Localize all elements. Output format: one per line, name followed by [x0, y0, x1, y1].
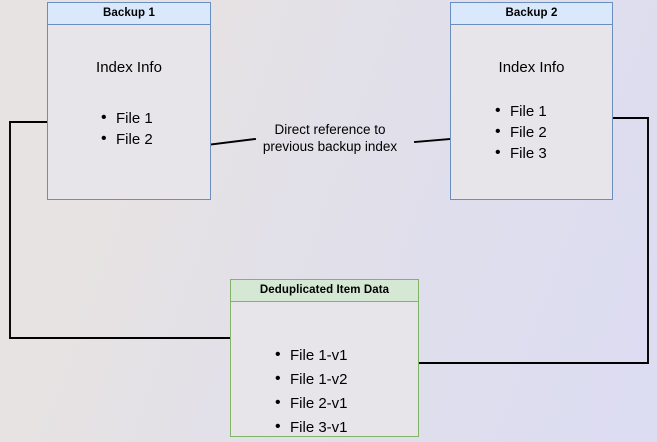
- list-item: File 1: [495, 100, 547, 122]
- edge-label-direct-reference: Direct reference to previous backup inde…: [247, 121, 413, 155]
- node-backup-2[interactable]: Backup 2 Index Info File 1 File 2 File 3: [450, 2, 613, 200]
- node-backup-1-title: Backup 1: [48, 3, 210, 25]
- list-item: File 2: [101, 128, 153, 150]
- node-backup-1-body: Index Info File 1 File 2: [48, 25, 210, 199]
- node-backup-1-subtitle: Index Info: [96, 59, 162, 76]
- list-item: File 2: [495, 121, 547, 143]
- edge-label-line-2: previous backup index: [262, 139, 398, 154]
- node-backup-1[interactable]: Backup 1 Index Info File 1 File 2: [47, 2, 211, 200]
- list-item: File 2-v1: [275, 391, 348, 416]
- node-deduplicated-item-data[interactable]: Deduplicated Item Data File 1-v1 File 1-…: [230, 279, 419, 439]
- node-backup-2-title: Backup 2: [451, 3, 612, 25]
- list-item: File 1: [101, 107, 153, 129]
- node-backup-2-subtitle: Index Info: [498, 59, 565, 76]
- list-item: File 1-v2: [275, 367, 348, 392]
- list-item: File 3: [495, 142, 547, 164]
- node-backup-2-body: Index Info File 1 File 2 File 3: [451, 25, 612, 199]
- node-deduplicated-item-data-title: Deduplicated Item Data: [231, 280, 418, 302]
- list-item: File 1-v1: [275, 343, 348, 368]
- node-deduplicated-item-data-file-list: File 1-v1 File 1-v2 File 2-v1 File 3-v1: [275, 343, 348, 440]
- node-backup-2-file-list: File 1 File 2 File 3: [495, 100, 547, 164]
- list-item: File 3-v1: [275, 415, 348, 440]
- node-deduplicated-item-data-body: File 1-v1 File 1-v2 File 2-v1 File 3-v1: [231, 302, 418, 439]
- node-backup-1-file-list: File 1 File 2: [101, 107, 153, 150]
- edge-label-line-1: Direct reference to: [274, 122, 386, 137]
